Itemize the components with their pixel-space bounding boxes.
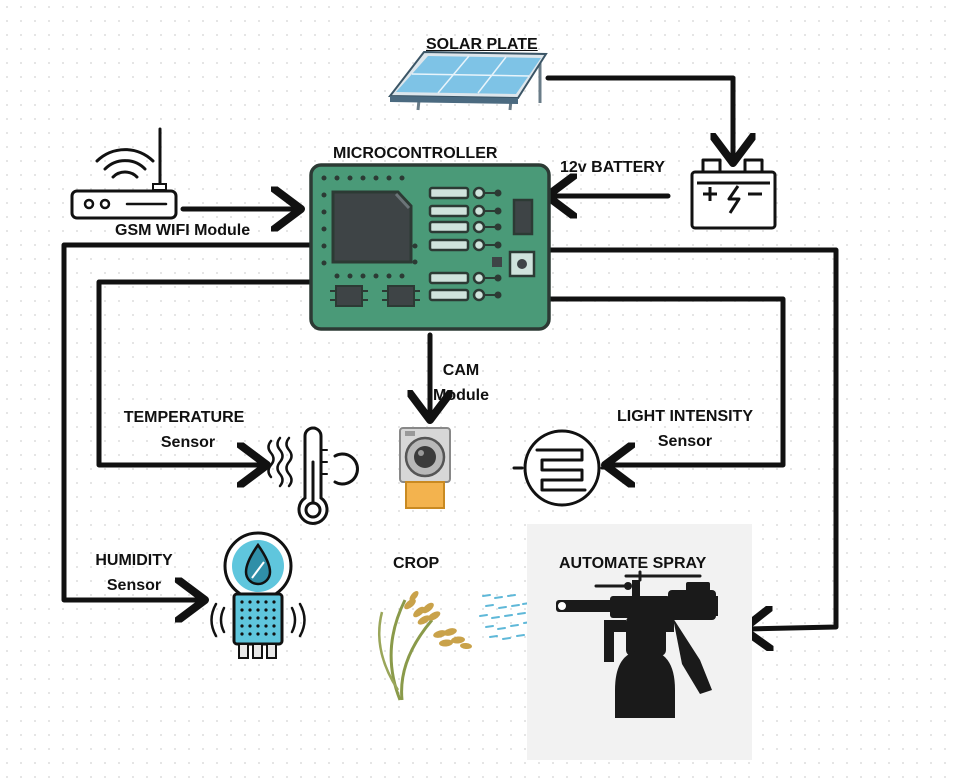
thermometer-icon <box>267 426 359 525</box>
battery-label: 12v BATTERY <box>560 159 665 176</box>
board-to-temperature-line <box>96 279 313 465</box>
battery-icon <box>690 158 777 230</box>
cam-label-line2: Module <box>433 387 489 404</box>
light-label-line1: LIGHT INTENSITY <box>617 408 753 425</box>
temperature-label-line2: Sensor <box>160 434 216 451</box>
cam-label-line1: CAM <box>442 362 480 379</box>
board-to-humidity-line <box>61 242 313 600</box>
temperature-label: TEMPERATURE Sensor <box>114 405 254 455</box>
light-label-line2: Sensor <box>657 433 713 450</box>
wifi-router-icon <box>70 127 178 220</box>
microcontroller-label: MICROCONTROLLER <box>333 145 498 162</box>
camera-module-icon <box>399 427 451 509</box>
humidity-label: HUMIDITY Sensor <box>84 548 184 598</box>
temperature-label-line1: TEMPERATURE <box>123 409 245 426</box>
circuit-board-icon <box>309 163 551 331</box>
solar-plate-label: SOLAR PLATE <box>426 36 538 53</box>
crop-label: CROP <box>393 555 440 572</box>
wheat-icon <box>377 591 472 701</box>
solar-panel-icon <box>387 50 548 111</box>
spray-gun-icon <box>527 524 752 760</box>
solar-to-battery-line <box>545 75 733 158</box>
cam-module-label: CAM Module <box>433 358 489 408</box>
humidity-label-line2: Sensor <box>106 577 162 594</box>
humidity-label-line1: HUMIDITY <box>95 552 173 569</box>
light-intensity-label: LIGHT INTENSITY Sensor <box>604 404 766 454</box>
board-to-light-line <box>547 296 786 465</box>
humidity-sensor-icon <box>210 531 306 659</box>
automate-spray-label: AUTOMATE SPRAY <box>559 555 707 572</box>
spray-mist-icon <box>479 594 532 640</box>
light-sensor-icon <box>512 429 612 507</box>
connections <box>61 75 839 629</box>
gsm-wifi-label: GSM WIFI Module <box>115 222 251 239</box>
board-to-spray-line <box>547 247 839 629</box>
